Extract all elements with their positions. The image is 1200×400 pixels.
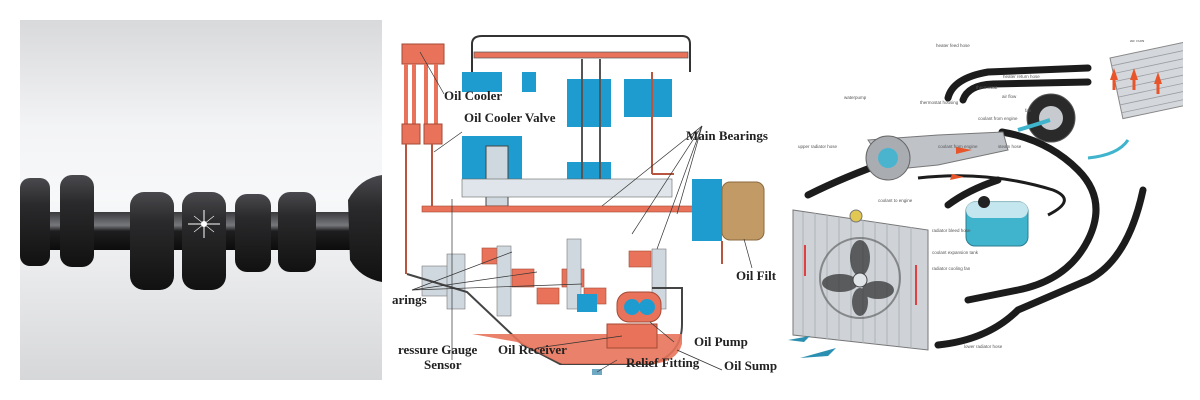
label-heater-return-hose: heater return hose — [1003, 74, 1040, 79]
lubrication-drawing — [401, 35, 765, 375]
pushrods — [581, 59, 601, 182]
camshaft-illustration — [20, 175, 382, 290]
label-coolant-from-engine-1: coolant from engine — [978, 116, 1018, 121]
oil-gallery — [421, 205, 723, 213]
label-lower-radiator-hose: lower radiator hose — [964, 344, 1003, 349]
label-coolant-to-engine: coolant to engine — [878, 198, 913, 203]
label-coolant-expansion-tank: coolant expansion tank — [932, 250, 979, 255]
lubrication-diagram: Oil Cooler Oil Cooler Valve Main Bearing… — [392, 24, 778, 380]
label-thermostat: thermostat — [976, 85, 998, 90]
label-steam-hose: steam hose — [998, 144, 1022, 149]
crankshaft — [461, 178, 673, 198]
hot-air-arrows — [1110, 68, 1162, 94]
label-bearings: arings — [392, 292, 427, 307]
label-oil-receiver: Oil Receiver — [498, 342, 567, 357]
label-oil-filter: Oil Filt — [736, 268, 777, 283]
oil-receiver-shape — [606, 323, 658, 349]
label-oil-sump: Oil Sump — [724, 358, 778, 373]
label-thermostat-housing: thermostat housing — [920, 100, 959, 105]
label-main-bearings: Main Bearings — [686, 128, 768, 143]
cool-air-arrow — [1087, 139, 1130, 160]
label-fan: fan — [1025, 108, 1032, 113]
label-air-flow: air flow — [1002, 94, 1017, 99]
label-air-flow-top: air flow — [1130, 40, 1145, 43]
label-pressure-gauge: ressure Gauge — [398, 342, 478, 357]
oil-filter-shape — [721, 181, 765, 241]
label-heater-feed-hose: heater feed hose — [936, 43, 970, 48]
camshaft-lobes — [20, 175, 382, 290]
label-coolant-from-engine-2: coolant from engine — [938, 144, 978, 149]
label-waterpump: waterpump — [844, 95, 867, 100]
label-sensor: Sensor — [424, 357, 462, 372]
label-oil-cooler: Oil Cooler — [444, 88, 503, 103]
label-oil-cooler-valve: Oil Cooler Valve — [464, 110, 556, 125]
camshaft-image — [20, 20, 382, 380]
label-upper-radiator-hose: upper radiator hose — [798, 144, 838, 149]
radiator-fan-blades — [822, 240, 894, 316]
label-relief-fitting: Relief Fitting — [626, 355, 700, 370]
oil-cooler-shape — [401, 43, 445, 274]
sparkle-highlight — [188, 210, 220, 238]
air-flow-arrows-front — [788, 336, 836, 358]
radiator — [792, 209, 929, 351]
heater-core — [1109, 41, 1183, 120]
label-oil-pump: Oil Pump — [694, 334, 748, 349]
label-radiator-bleed-hose: radiator bleed hose — [932, 228, 971, 233]
label-radiator-cooling-fan: radiator cooling fan — [932, 266, 971, 271]
cooling-system-illustration: heater feed hose air flow heater return … — [788, 40, 1183, 370]
cooling-drawing — [788, 41, 1183, 358]
